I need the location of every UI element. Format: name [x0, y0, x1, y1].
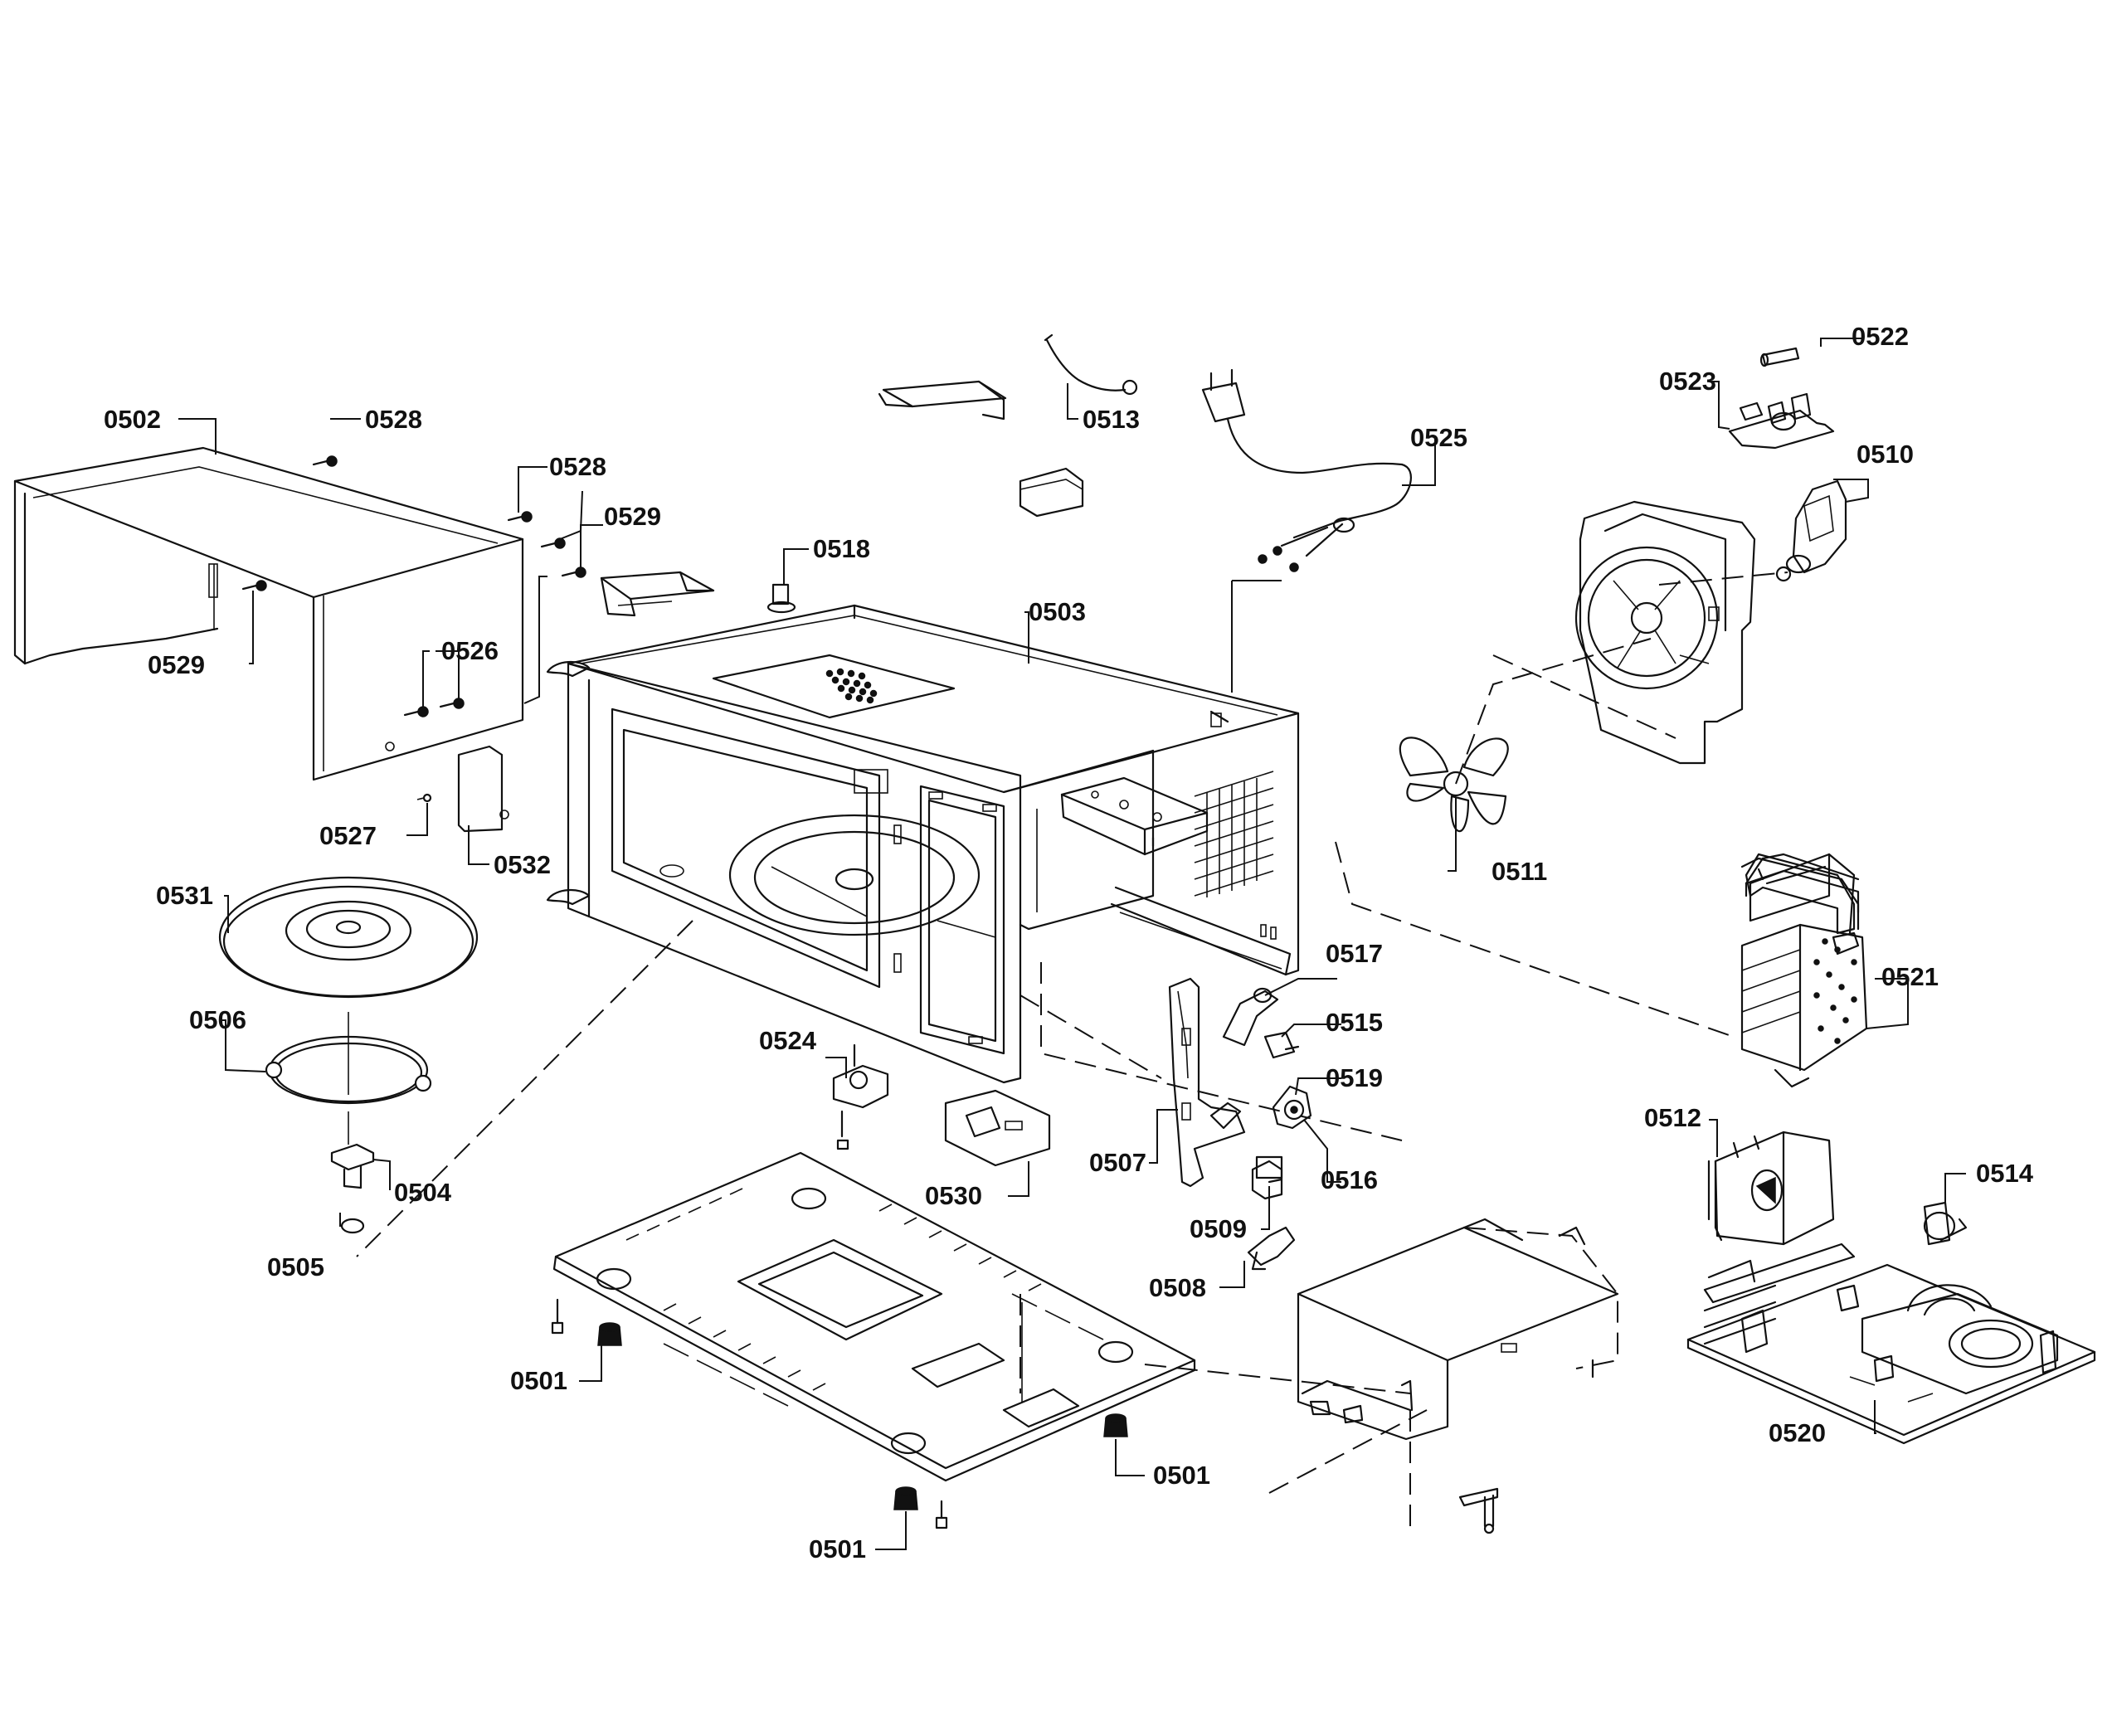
screw-0528-right [507, 511, 533, 523]
label-0509: 0509 [1190, 1214, 1247, 1243]
fan-blade-0511 [1399, 638, 1652, 832]
label-0528-right: 0528 [549, 452, 606, 481]
screw-0528-right2 [540, 537, 566, 549]
switch-0516 [1251, 1160, 1283, 1200]
label-0526: 0526 [441, 636, 499, 665]
top-small-block [1019, 467, 1084, 518]
label-0505: 0505 [267, 1252, 324, 1281]
label-0504: 0504 [394, 1178, 452, 1207]
rear-vent-grille [1194, 771, 1274, 897]
roller-ring-0506 [265, 1012, 432, 1105]
label-0522: 0522 [1852, 322, 1909, 351]
waveguide-cover-0532 [457, 745, 509, 833]
label-0531: 0531 [156, 881, 213, 910]
label-0511: 0511 [1492, 857, 1547, 886]
label-0530: 0530 [925, 1181, 982, 1210]
latch-holder-0507 [1168, 977, 1246, 1188]
fan-duct [1574, 500, 1788, 765]
label-0506: 0506 [189, 1005, 246, 1034]
label-0510: 0510 [1857, 440, 1914, 469]
turntable-motor-0524 [832, 1043, 889, 1150]
foot-left [597, 1322, 622, 1346]
glass-tray-0531 [218, 876, 479, 999]
label-0501-right: 0501 [1153, 1461, 1210, 1490]
label-0523: 0523 [1659, 367, 1716, 396]
label-0512: 0512 [1644, 1103, 1701, 1132]
magnetron-shield-plate [1740, 857, 1860, 931]
screw-0528-top [312, 455, 338, 467]
top-small-bracket [878, 380, 1007, 421]
magnetron-bracket [1745, 853, 1860, 914]
label-0529-left: 0529 [148, 650, 205, 679]
screw-0529-right [561, 567, 586, 578]
power-cord-0525 [1201, 368, 1412, 572]
callout-labels: 0502 0528 0528 0529 0529 0526 0527 0532 … [104, 322, 2034, 1563]
base-slots [625, 1188, 1104, 1407]
label-0507: 0507 [1089, 1148, 1146, 1177]
label-0529-right: 0529 [604, 502, 661, 531]
label-0501-left: 0501 [510, 1366, 567, 1395]
screw-0529-left [241, 580, 267, 591]
magnetron-dots [1813, 938, 1857, 1044]
shield-bracket-top [1745, 853, 1856, 935]
cabinet-screws [241, 455, 586, 803]
latch-lever-0517 [1222, 987, 1279, 1047]
coupler-0504 [330, 1111, 375, 1189]
label-0508: 0508 [1149, 1273, 1206, 1302]
label-0532: 0532 [494, 850, 551, 879]
sensor-bracket [1458, 1487, 1499, 1534]
switch-0515 [1263, 1031, 1300, 1059]
label-0515: 0515 [1326, 1008, 1383, 1037]
label-0524: 0524 [759, 1026, 817, 1055]
ground-wire-0513 [1044, 333, 1138, 396]
switch-0509 [1255, 1155, 1283, 1179]
lamp-0514 [1923, 1201, 1968, 1246]
outer-cabinet-0502 [13, 446, 524, 781]
switch-0508 [1247, 1226, 1296, 1271]
feet-0501 [551, 1298, 1128, 1529]
hv-transformer-assembly-0520 [1686, 1242, 2096, 1445]
hinge-clip-0518 [766, 583, 796, 614]
base-cover-right [1297, 1218, 1619, 1441]
label-0519: 0519 [1326, 1063, 1383, 1092]
label-0528-top: 0528 [365, 405, 422, 434]
thermostat-0519 [1272, 1085, 1312, 1130]
hv-capacitor-0512 [1707, 1131, 1835, 1246]
fuse-0522 [1759, 347, 1800, 367]
screw-0526-a [403, 706, 429, 717]
noise-filter-board-0523 [1728, 392, 1835, 450]
bracket-0530 [944, 1089, 1051, 1167]
top-vent-holes [825, 668, 878, 704]
foot-right [1103, 1413, 1128, 1437]
label-0516: 0516 [1321, 1165, 1378, 1194]
base-screw-left [551, 1298, 564, 1335]
main-chassis-0503 [546, 604, 1300, 1084]
screw-0526-b [439, 698, 465, 709]
label-0513: 0513 [1083, 405, 1140, 434]
label-0525: 0525 [1410, 423, 1467, 452]
label-0518: 0518 [813, 534, 870, 563]
fan-motor-0510 [1775, 479, 1847, 582]
leader-lines [178, 338, 1966, 1550]
screw-0527 [416, 793, 432, 803]
washer-0505 [340, 1218, 365, 1234]
label-0501-front: 0501 [809, 1534, 866, 1563]
label-0514: 0514 [1976, 1159, 2034, 1188]
assembly-dashed-lines [356, 654, 1735, 1526]
top-bracket [600, 571, 715, 617]
foot-front [893, 1486, 918, 1510]
label-0502: 0502 [104, 405, 161, 434]
label-0521: 0521 [1881, 962, 1939, 991]
base-screw-front [935, 1500, 948, 1529]
label-0517: 0517 [1326, 939, 1383, 968]
base-plate [552, 1151, 1196, 1482]
label-0520: 0520 [1769, 1418, 1826, 1447]
label-0527: 0527 [319, 821, 377, 850]
label-0503: 0503 [1029, 597, 1086, 626]
